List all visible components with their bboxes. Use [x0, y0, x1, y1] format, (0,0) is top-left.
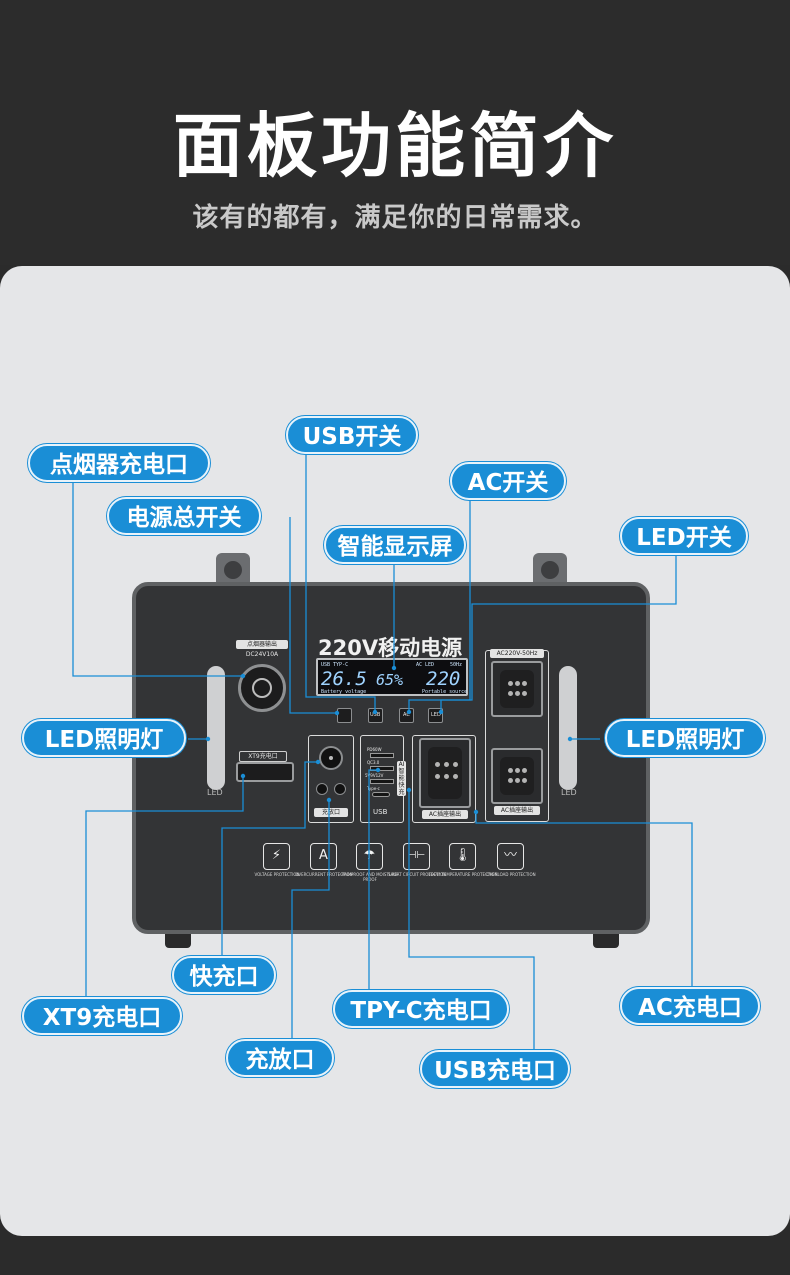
usb-port-label-1: PD60W [367, 747, 382, 752]
overload-protection-icon: 〰 [497, 843, 524, 870]
left-handle [216, 553, 250, 587]
overcurrent-protection-label: OVERCURRENT PROTECTION [295, 872, 353, 877]
cig-label-2: DC24V10A [236, 650, 288, 659]
low-temperature-protection-icon: 🌡 [449, 843, 476, 870]
low-temperature-protection-label: LOEW TEMPERATURE PROTECTION [428, 872, 498, 877]
xt9-port[interactable] [236, 762, 294, 782]
lcd-percent: 65% [376, 671, 404, 689]
rainproof-protection-label: RAINPROOF AND MOISTURE-PROOF [341, 872, 399, 882]
fast-charge-port[interactable] [319, 746, 343, 770]
voltage-protection-label: VOLTAGE PROTECTION [254, 872, 300, 877]
right-foot [593, 934, 619, 948]
led-button-label: LED [431, 712, 441, 718]
usb-port-1[interactable] [370, 753, 394, 758]
ac-socket-1[interactable] [419, 738, 471, 808]
lcd-output: 220 [426, 668, 461, 690]
lcd-top-left: USB TYP-C [321, 662, 349, 668]
usb-module-label: USB [373, 808, 388, 816]
short-circuit-protection-label: SHORT CIRCUIT PROTECTION [388, 872, 446, 877]
charge-port-left[interactable] [316, 783, 328, 795]
lcd-freq: 50Hz [450, 662, 463, 668]
left-led-light [207, 666, 225, 790]
right-led-text: LED [561, 788, 577, 797]
overload-protection-label: OVERLOAD PROTECTION [486, 872, 536, 877]
ac-socket-module-left [412, 735, 476, 823]
usb-port-label-4: Type-c [367, 786, 380, 791]
callout-smart-display: 智能显示屏 [324, 526, 466, 564]
ac-socket-3[interactable] [491, 748, 543, 804]
callout-ac-charge: AC充电口 [620, 987, 760, 1025]
usb-port-2[interactable] [370, 766, 394, 771]
ac-socket-2[interactable] [491, 661, 543, 717]
lcd-bottom-right: Portable source [422, 689, 468, 695]
usb-side-label: AI智能快充 [397, 761, 406, 796]
lcd-bottom-left: Battery voltage [321, 689, 367, 695]
usb-port-3[interactable] [370, 779, 394, 784]
callout-led-light-left: LED照明灯 [22, 719, 186, 757]
callout-fast-charge: 快充口 [172, 956, 276, 994]
usb-button-label: USB [370, 712, 381, 718]
ac-top-label: AC220V-50Hz [490, 649, 544, 658]
typec-port[interactable] [372, 792, 390, 797]
cigarette-lighter-port[interactable] [238, 664, 286, 712]
callout-led-switch: LED开关 [620, 517, 748, 555]
callout-main-switch: 电源总开关 [107, 497, 261, 535]
overcurrent-protection-icon: A [310, 843, 337, 870]
callout-usb-switch: USB开关 [286, 416, 418, 454]
usb-port-label-3: 5V9V12V [365, 773, 384, 778]
cig-label-1: 点烟器输出 [236, 640, 288, 649]
smart-display: USB TYP-C AC LED 50Hz 26.5 65% 220 Batte… [316, 658, 468, 696]
right-handle [533, 553, 567, 587]
callout-cigarette-port: 点烟器充电口 [28, 444, 210, 482]
device-panel-title: 220V移动电源 [318, 636, 463, 660]
xt9-label: XT9充电口 [239, 751, 287, 762]
callout-led-light-right: LED照明灯 [605, 719, 765, 757]
short-circuit-protection-icon: ⊣⊢ [403, 843, 430, 870]
page-title: 面板功能简介 [173, 105, 617, 187]
charge-discharge-module [308, 735, 354, 823]
callout-ac-switch: AC开关 [450, 462, 566, 500]
voltage-protection-icon: ⚡ [263, 843, 290, 870]
charge-discharge-label: 充放口 [314, 808, 348, 817]
right-led-light [559, 666, 577, 790]
left-led-text: LED [207, 788, 223, 797]
usb-port-label-2: QC3.0 [367, 760, 380, 765]
page-subtitle: 该有的都有，满足你的日常需求。 [192, 203, 598, 233]
header: 面板功能简介 该有的都有，满足你的日常需求。 [0, 0, 790, 265]
callout-xt9: XT9充电口 [22, 997, 182, 1035]
callout-usb-charge: USB充电口 [420, 1050, 570, 1088]
ac-label-1: AC插座输出 [422, 810, 468, 819]
main-power-button[interactable] [337, 708, 352, 723]
lcd-voltage: 26.5 [321, 668, 367, 690]
left-foot [165, 934, 191, 948]
lcd-top-right: AC LED [416, 662, 435, 668]
charge-port-right[interactable] [334, 783, 346, 795]
callout-charge-discharge: 充放口 [226, 1039, 334, 1077]
ac-label-2: AC插座输出 [494, 806, 540, 815]
ac-button-label: AC [403, 712, 410, 718]
callout-typec: TPY-C充电口 [333, 990, 509, 1028]
